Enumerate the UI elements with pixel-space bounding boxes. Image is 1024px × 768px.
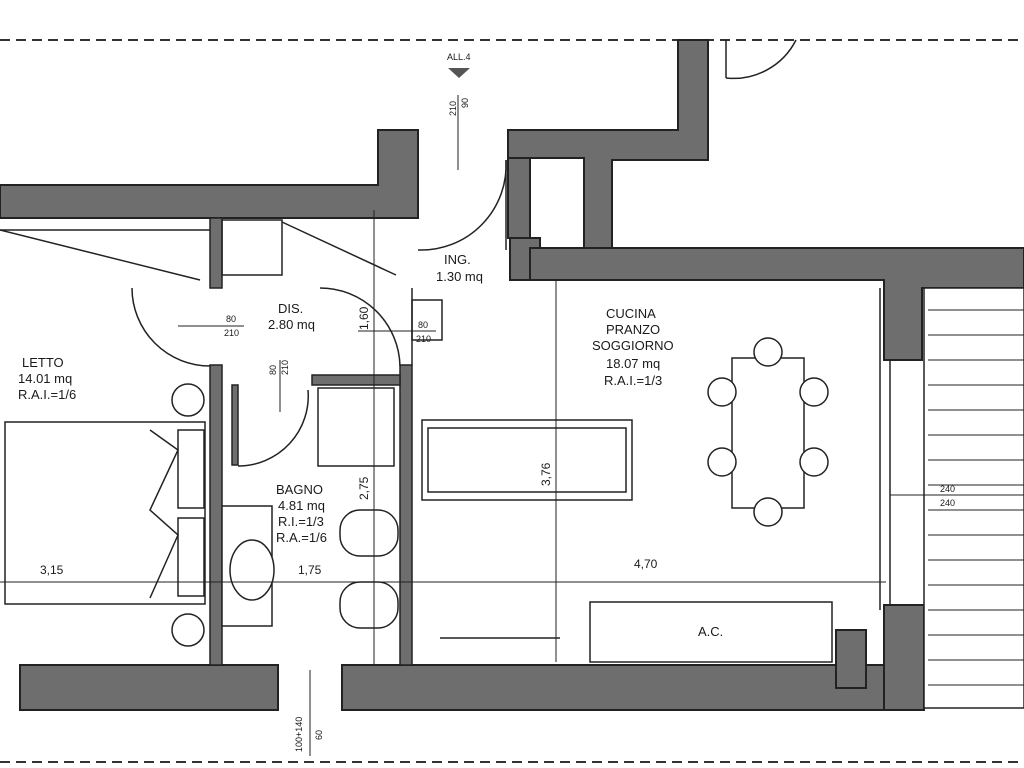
bathroom-fixtures (221, 299, 443, 629)
kitchen-furniture (421, 337, 833, 663)
entry-door-w: 90 (460, 98, 470, 108)
bagno-area: 4.81 mq (278, 498, 325, 513)
bagno-name: BAGNO (276, 482, 323, 497)
letto-area: 14.01 mq (18, 371, 72, 386)
dim-bagno-depth: 2,75 (357, 476, 371, 500)
ing-name: ING. (444, 252, 471, 267)
cucina-area: 18.07 mq (606, 356, 660, 371)
kitchen-counter (589, 601, 833, 663)
dis-left-door-h: 210 (224, 328, 239, 338)
cucina-line1: CUCINA (606, 306, 656, 321)
bagno-ra: R.A.=1/6 (276, 530, 327, 545)
boundary-lines (0, 39, 1024, 763)
letto-ratio: R.A.I.=1/6 (18, 387, 76, 402)
bottom-door-h: 100+140 (294, 717, 304, 752)
bagno-door-w: 80 (268, 365, 278, 375)
room-outlines (0, 217, 1024, 709)
window-h: 240 (940, 498, 955, 508)
bottom-door-w: 60 (314, 730, 324, 740)
stair-treads (928, 309, 1024, 686)
entrance-arrow-icon (448, 68, 470, 78)
entry-door-h: 210 (448, 101, 458, 116)
dis-right-door-h: 210 (416, 334, 431, 344)
dis-name: DIS. (278, 301, 303, 316)
dim-letto-width: 3,15 (40, 563, 64, 577)
window-w: 240 (940, 484, 955, 494)
dim-dis-depth: 1,60 (357, 306, 371, 330)
bedroom-furniture (4, 383, 206, 647)
ac-label: A.C. (698, 624, 723, 639)
walls (0, 39, 1024, 711)
dis-right-door-w: 80 (418, 320, 428, 330)
dim-bagno-width: 1,75 (298, 563, 322, 577)
dis-left-door-w: 80 (226, 314, 236, 324)
cucina-ratio: R.A.I.=1/3 (604, 373, 662, 388)
dis-area: 2.80 mq (268, 317, 315, 332)
access-label: ALL.4 (447, 52, 471, 62)
bagno-door-h: 210 (280, 360, 290, 375)
dimension-lines (0, 95, 1024, 665)
cucina-line2: PRANZO (606, 322, 660, 337)
ing-area: 1.30 mq (436, 269, 483, 284)
cucina-line3: SOGGIORNO (592, 338, 674, 353)
dining-table (731, 357, 805, 509)
dim-cucina-width: 4,70 (634, 557, 658, 571)
bed (4, 421, 206, 605)
letto-name: LETTO (22, 355, 64, 370)
bagno-ri: R.I.=1/3 (278, 514, 324, 529)
dim-cucina-depth: 3,76 (539, 462, 553, 486)
door-swings (131, 39, 797, 467)
